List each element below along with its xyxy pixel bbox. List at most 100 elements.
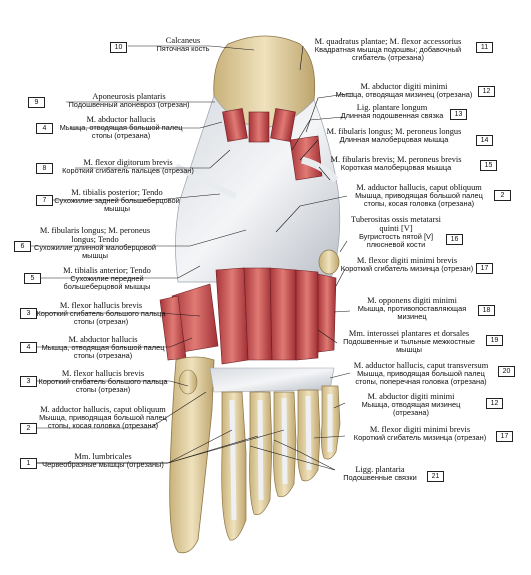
label-quadratus-plantae: M. quadratus plantae; M. flexor accessor… — [303, 37, 473, 63]
label-abductor-digiti-minimi-lower: M. abductor digiti minimi Мышца, отводящ… — [345, 392, 477, 418]
label-tuberositas-metatarsi-v: Tuberositas ossis metatarsi quinti [V] Б… — [348, 215, 444, 250]
adductor-hallucis-transverse — [209, 367, 335, 393]
label-tuberositas-metatarsi-v-russian: Бугристость пятой [V] плюсневой кости — [358, 232, 434, 250]
label-opponens-digiti-minimi: M. opponens digiti minimi Мышца, противо… — [350, 296, 474, 322]
badge-13: 13 — [450, 109, 467, 120]
label-flexor-hallucis-brevis-upper-russian: Короткий сгибатель большого пальца стопы… — [36, 309, 166, 327]
label-flexor-hallucis-brevis-upper: M. flexor hallucis brevis Короткий сгиба… — [36, 301, 166, 327]
label-flexor-hallucis-brevis-lower: M. flexor hallucis brevis Короткий сгиба… — [36, 369, 170, 395]
label-tibialis-anterior-russian: Сухожилие передней большеберцовой мышцы — [63, 274, 151, 292]
peroneus-longus-band — [301, 156, 339, 183]
interossei-muscles — [215, 267, 319, 365]
label-flexor-digiti-minimi-brevis-upper-latin: M. flexor digiti minimi brevis — [356, 256, 458, 265]
label-calcaneus-latin: Calcaneus — [165, 36, 201, 45]
badge-3-upper: 3 — [20, 308, 37, 319]
label-flexor-hallucis-brevis-lower-russian: Короткий сгибатель большого пальца стопы… — [38, 377, 168, 395]
label-fibularis-brevis-russian: Короткая малоберцовая мышца — [340, 163, 452, 172]
badge-19: 19 — [486, 335, 503, 346]
label-abductor-digiti-minimi-upper: M. abductor digiti minimi Мышца, отводящ… — [333, 82, 475, 99]
label-fibularis-longus-tendon-latin: M. fibularis longus; M. peroneus longus;… — [39, 226, 151, 244]
badge-8: 8 — [36, 163, 53, 174]
badge-9: 9 — [28, 97, 45, 108]
hallux-bone — [169, 356, 215, 554]
label-ligg-plantaria-russian: Подошвенные связки — [343, 473, 417, 482]
label-tibialis-anterior: M. tibialis anterior; Tendo Сухожилие пе… — [42, 266, 172, 292]
label-flexor-digitorum-brevis: M. flexor digitorum brevis Короткий сгиб… — [52, 158, 204, 175]
label-ligg-plantaria: Ligg. plantaria Подошвенные связки — [335, 465, 425, 482]
badge-21: 21 — [427, 471, 444, 482]
label-lig-plantare-longum-latin: Lig. plantare longum — [356, 103, 428, 112]
label-tibialis-posterior-russian: Сухожилие задней большеберцовой мышцы — [54, 196, 180, 214]
label-abductor-digiti-minimi-lower-russian: Мышца, отводящая мизинец (отрезана) — [361, 400, 461, 418]
label-lig-plantare-longum-russian: Длинная подошвенная связка — [340, 111, 444, 120]
label-quadratus-plantae-russian: Квадратная мышца подошвы; добавочный сги… — [314, 45, 462, 63]
label-fibularis-longus: M. fibularis longus; M. peroneus longus … — [314, 127, 474, 144]
label-tibialis-posterior-latin: M. tibialis posterior; Tendo — [71, 188, 163, 197]
label-calcaneus-russian: Пяточная кость — [156, 44, 210, 53]
label-abductor-hallucis-upper: M. abductor hallucis Мышца, отводящая бо… — [52, 115, 190, 141]
badge-12-upper: 12 — [478, 86, 495, 97]
label-flexor-digitorum-brevis-latin: M. flexor digitorum brevis — [83, 158, 173, 167]
label-adductor-hallucis-obliquum-upper: M. adductor hallucis, caput obliquum Мыш… — [346, 183, 492, 209]
label-calcaneus: Calcaneus Пяточная кость — [128, 36, 238, 53]
label-flexor-digiti-minimi-brevis-lower: M. flexor digiti minimi brevis Короткий … — [345, 425, 495, 442]
badge-7: 7 — [36, 195, 53, 206]
lesser-toes — [221, 385, 341, 541]
label-lumbricales: Mm. lumbricales Червеобразные мышцы (отр… — [36, 452, 170, 469]
label-abductor-hallucis-lower-russian: Мышца, отводящая большой палец стопы (от… — [41, 343, 165, 361]
badge-4-upper: 4 — [36, 123, 53, 134]
label-flexor-digiti-minimi-brevis-upper-russian: Короткий сгибатель мизинца (отрезан) — [340, 264, 474, 273]
label-lumbricales-latin: Mm. lumbricales — [74, 452, 132, 461]
label-interossei-russian: Подошвенные и тыльные межкостные мышцы — [343, 337, 475, 355]
badge-5: 5 — [24, 273, 41, 284]
label-flexor-digiti-minimi-brevis-upper: M. flexor digiti minimi brevis Короткий … — [340, 256, 474, 273]
badge-11: 11 — [476, 42, 493, 53]
badge-18: 18 — [478, 305, 495, 316]
label-fibularis-longus-tendon-russian: Сухожилие длинной малоберцовой мышцы — [34, 243, 156, 261]
sesamoid-bone — [178, 369, 198, 395]
label-fibularis-longus-tendon: M. fibularis longus; M. peroneus longus;… — [32, 226, 158, 261]
label-fibularis-brevis-latin: M. fibularis brevis; M. peroneus brevis — [330, 155, 462, 164]
label-fibularis-brevis: M. fibularis brevis; M. peroneus brevis … — [316, 155, 476, 172]
badge-10: 10 — [110, 42, 127, 53]
label-fibularis-longus-latin: M. fibularis longus; M. peroneus longus — [326, 127, 462, 136]
badge-2-upper: 2 — [494, 190, 511, 201]
label-abductor-hallucis-upper-latin: M. abductor hallucis — [86, 115, 156, 124]
label-adductor-hallucis-transversum-latin: M. adductor hallucis, caput transversum — [353, 361, 489, 370]
label-abductor-digiti-minimi-lower-latin: M. abductor digiti minimi — [367, 392, 455, 401]
badge-2-lower: 2 — [20, 423, 37, 434]
label-adductor-hallucis-obliquum-lower-latin: M. adductor hallucis, caput obliquum — [40, 405, 166, 414]
label-abductor-hallucis-lower: M. abductor hallucis Мышца, отводящая бо… — [36, 335, 170, 361]
label-aponeurosis-plantaris-latin: Aponeurosis plantaris — [92, 92, 166, 101]
label-quadratus-plantae-latin: M. quadratus plantae; M. flexor accessor… — [314, 37, 462, 46]
label-interossei-latin: Mm. interossei plantares et dorsales — [348, 329, 470, 338]
leader-lines — [30, 45, 354, 471]
label-lig-plantare-longum: Lig. plantare longum Длинная подошвенная… — [337, 103, 447, 120]
label-interossei: Mm. interossei plantares et dorsales Под… — [334, 329, 484, 355]
label-adductor-hallucis-obliquum-upper-latin: M. adductor hallucis, caput obliquum — [356, 183, 482, 192]
label-abductor-digiti-minimi-upper-latin: M. abductor digiti minimi — [360, 82, 448, 91]
tibialis-posterior-tendon — [174, 163, 238, 199]
label-tibialis-posterior: M. tibialis posterior; Tendo Сухожилие з… — [52, 188, 182, 214]
badge-3-lower: 3 — [20, 376, 37, 387]
label-fibularis-longus-russian: Длинная малоберцовая мышца — [339, 135, 449, 144]
label-ligg-plantaria-latin: Ligg. plantaria — [355, 465, 405, 474]
label-flexor-digiti-minimi-brevis-lower-russian: Короткий сгибатель мизинца (отрезан) — [353, 433, 487, 442]
label-flexor-digiti-minimi-brevis-lower-latin: M. flexor digiti minimi brevis — [369, 425, 471, 434]
metatarsal-v-tuberosity — [318, 249, 340, 275]
label-tibialis-anterior-latin: M. tibialis anterior; Tendo — [63, 266, 151, 275]
badge-20: 20 — [498, 366, 515, 377]
label-adductor-hallucis-obliquum-lower-russian: Мышца, приводящая большой палец стопы, к… — [39, 413, 167, 431]
badge-14: 14 — [476, 135, 493, 146]
label-abductor-digiti-minimi-upper-russian: Мышца, отводящая мизинец (отрезана) — [335, 90, 473, 99]
label-flexor-hallucis-brevis-upper-latin: M. flexor hallucis brevis — [59, 301, 143, 310]
quadratus-plantae-muscle — [222, 108, 296, 143]
badge-12-lower: 12 — [486, 398, 503, 409]
label-flexor-digitorum-brevis-russian: Короткий сгибатель пальцев (отрезан) — [62, 166, 194, 175]
label-aponeurosis-plantaris: Aponeurosis plantaris Подошвенный апонев… — [44, 92, 214, 109]
label-adductor-hallucis-obliquum-lower: M. adductor hallucis, caput obliquum Мыш… — [36, 405, 170, 431]
label-lumbricales-russian: Червеобразные мышцы (отрезаны) — [42, 460, 164, 469]
badge-17-upper: 17 — [476, 263, 493, 274]
